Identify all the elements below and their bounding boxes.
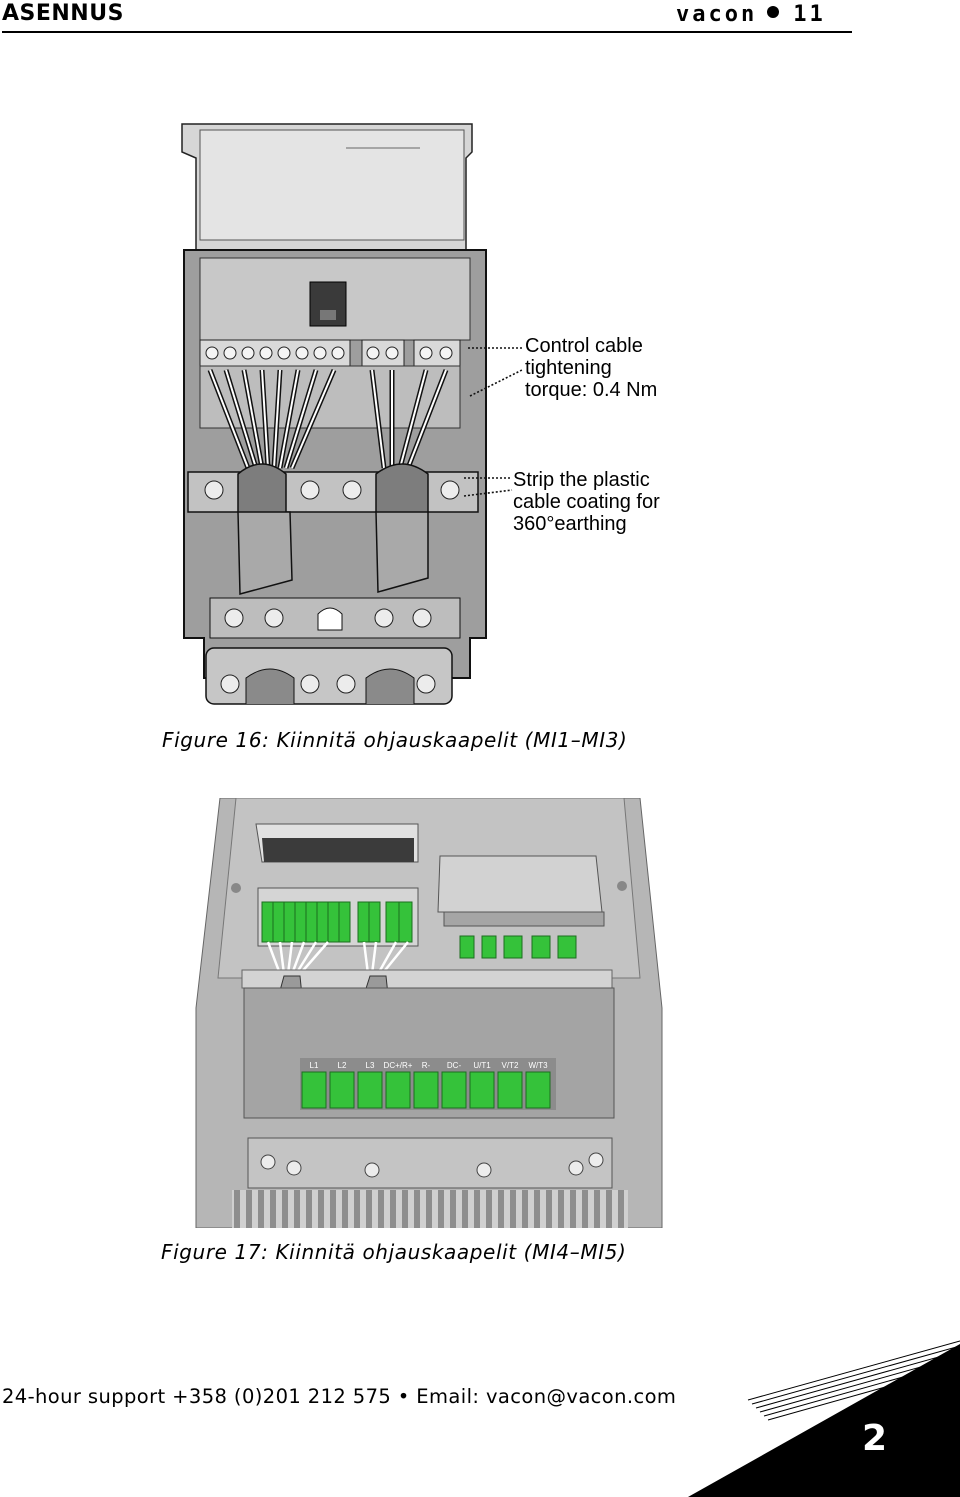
terminal-label: R- <box>422 1061 431 1070</box>
callout-leaders <box>463 347 523 497</box>
terminal-label: L3 <box>366 1061 375 1070</box>
power-terminal-labels: L1 L2 L3 DC+/R+ R- DC- U/T1 V/T2 W/T3 <box>310 1061 549 1070</box>
chapter-number: 2 <box>862 1418 888 1459</box>
callout-torque: Control cable tightening torque: 0.4 Nm <box>525 335 658 401</box>
terminal-label: DC+/R+ <box>384 1061 413 1070</box>
terminal-label: DC- <box>447 1061 462 1070</box>
terminal-label: W/T3 <box>528 1061 548 1070</box>
brand-header: vacon 11 <box>676 2 826 27</box>
figure-16-caption: Figure 16: Kiinnitä ohjauskaapelit (MI1–… <box>162 728 628 752</box>
figure-16-illustration <box>181 123 487 705</box>
terminal-label: L1 <box>310 1061 319 1070</box>
support-contact: 24-hour support +358 (0)201 212 575 • Em… <box>2 1385 677 1408</box>
callout-strip-coating: Strip the plastic cable coating for 360°… <box>513 469 660 535</box>
page-number: 11 <box>793 2 826 27</box>
terminal-label: U/T1 <box>473 1061 491 1070</box>
header-rule <box>2 31 852 33</box>
section-title: ASENNUS <box>2 1 124 26</box>
figure-17-illustration: L1 L2 L3 DC+/R+ R- DC- U/T1 V/T2 W/T3 <box>195 798 663 1228</box>
brand-logo: vacon <box>676 2 758 27</box>
terminal-label: V/T2 <box>502 1061 519 1070</box>
figure-17-caption: Figure 17: Kiinnitä ohjauskaapelit (MI4–… <box>161 1240 627 1264</box>
bullet-dot <box>767 6 780 18</box>
terminal-label: L2 <box>338 1061 347 1070</box>
